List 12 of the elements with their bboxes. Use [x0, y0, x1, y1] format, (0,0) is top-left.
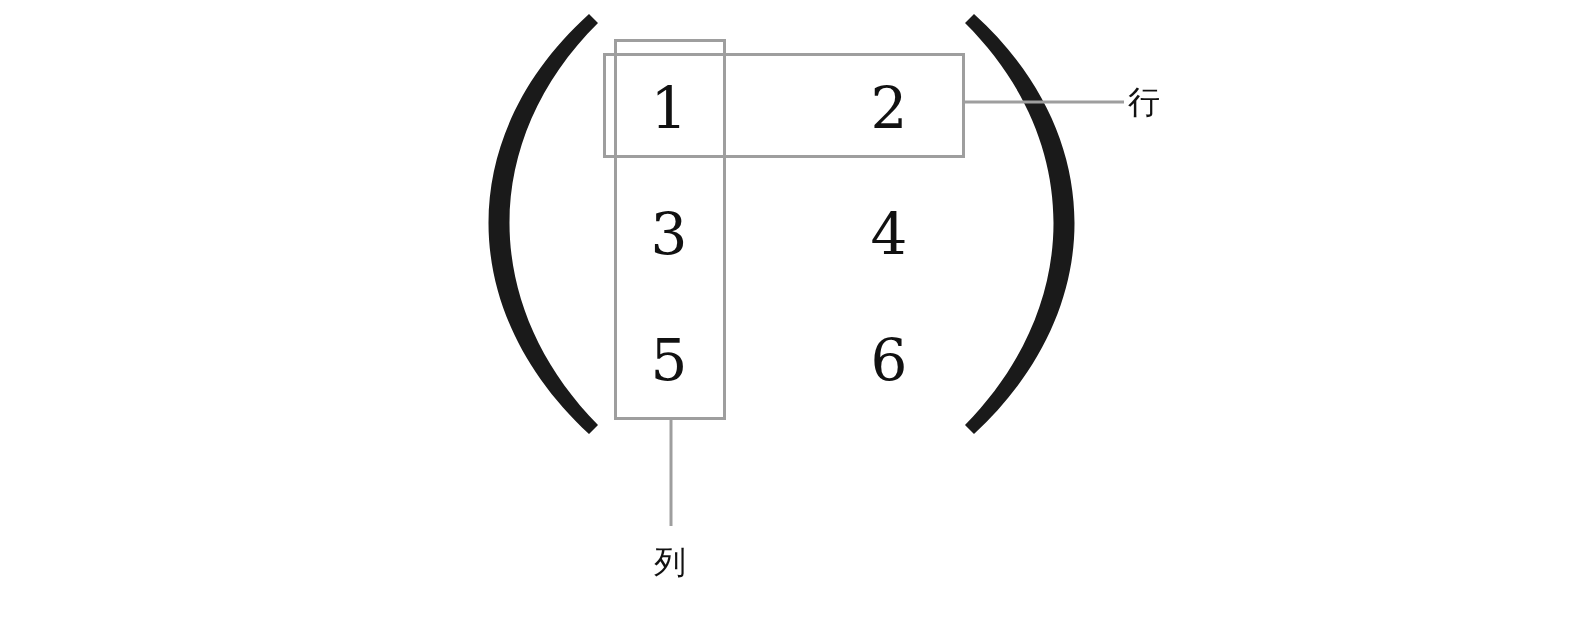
callout-label: 列 — [654, 546, 686, 578]
matrix-entry: 5 — [650, 331, 688, 389]
leader-line — [965, 100, 1124, 104]
callout-label: 行 — [1128, 86, 1160, 118]
leader-line — [669, 420, 673, 526]
highlight-frame — [603, 53, 965, 158]
highlight-frame — [614, 39, 726, 420]
matrix-entry: 4 — [870, 205, 908, 263]
matrix-entry: 3 — [650, 205, 688, 263]
matrix-entry: 6 — [870, 331, 908, 389]
matrix-entry: 2 — [870, 79, 908, 137]
matrix-entry: 1 — [650, 79, 688, 137]
